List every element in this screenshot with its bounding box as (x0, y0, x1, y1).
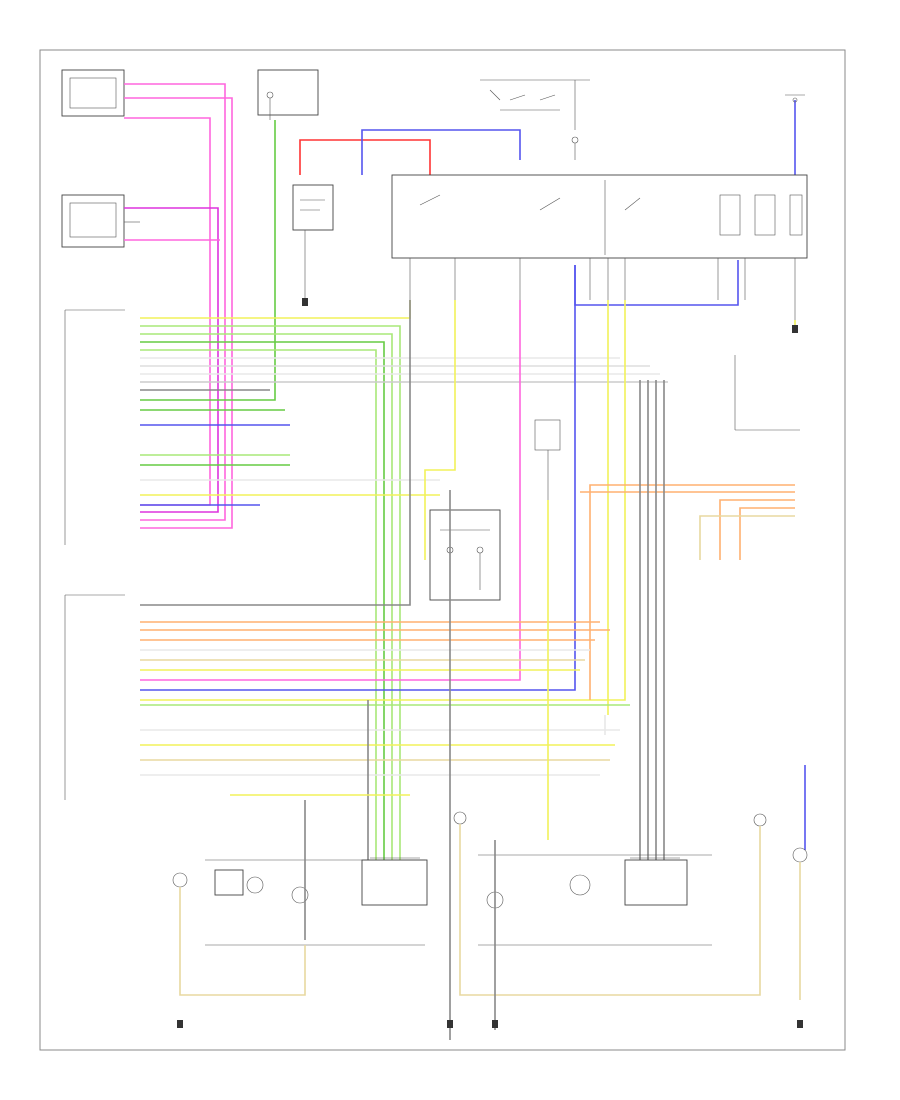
small-fuse-mid (534, 419, 561, 500)
side-bulbs (172, 811, 808, 888)
fuse-block-top (257, 69, 319, 120)
sensor-wires (124, 83, 233, 529)
battery-feed-wire (299, 139, 431, 175)
right-headlight (478, 854, 712, 946)
fuse-relay-box (429, 509, 501, 601)
right-orange-wires (580, 484, 795, 700)
diagram-frame (39, 49, 846, 1051)
headlight-bundles (230, 380, 806, 1040)
blue-module-wire (361, 129, 521, 175)
ground-symbols (177, 298, 803, 1028)
fuse-right (785, 94, 805, 103)
module-trunks (140, 260, 796, 715)
ignition-switch (480, 79, 590, 160)
bcm-wires (140, 300, 668, 860)
green-feed-wire (140, 120, 276, 401)
lower-connector (64, 594, 125, 800)
lower-bus-wires (140, 621, 630, 776)
left-front-sensor (61, 69, 140, 117)
battery (292, 184, 334, 300)
right-connector-block (734, 355, 800, 431)
control-module (391, 174, 808, 259)
ground-wires (179, 800, 801, 1030)
left-headlight (205, 857, 428, 946)
module-outputs (409, 258, 796, 320)
body-control-module (64, 309, 125, 545)
